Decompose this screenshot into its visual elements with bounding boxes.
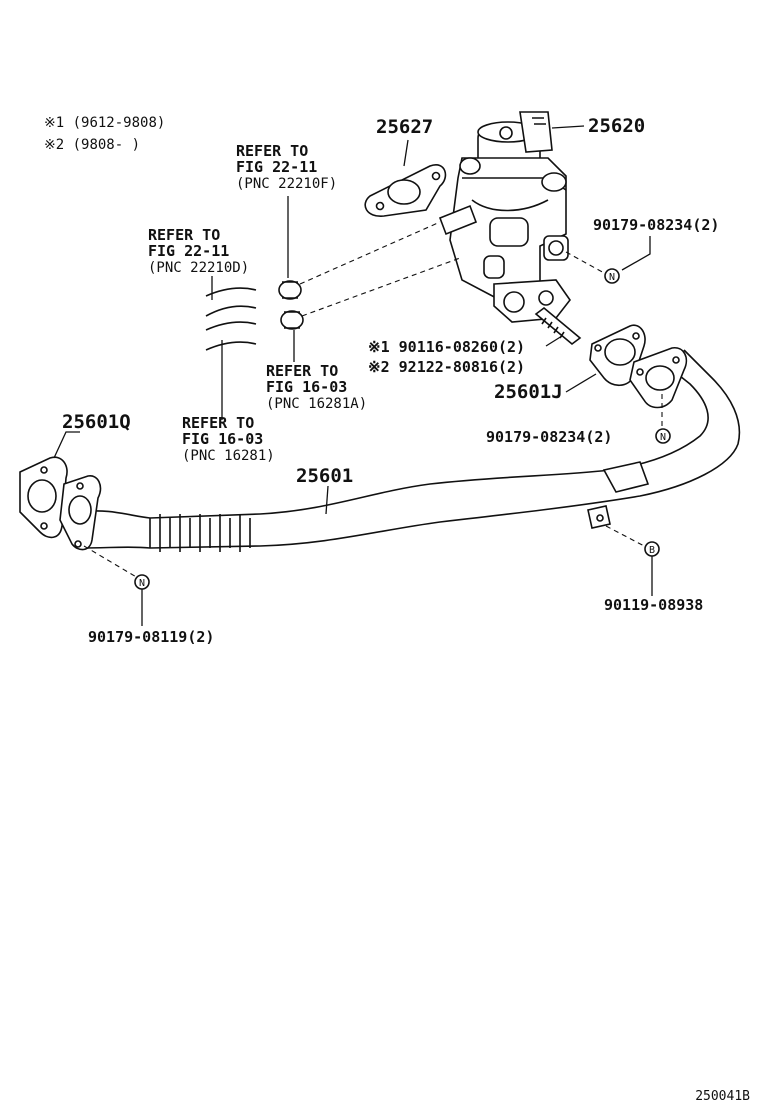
label-25601: 25601 xyxy=(296,465,353,487)
label-90119-08938: 90119-08938 xyxy=(604,596,703,614)
svg-text:(PNC 16281): (PNC 16281) xyxy=(182,448,275,464)
marker-n-bottom: N xyxy=(134,574,150,590)
label-90116-08260: ※1 90116-08260(2) xyxy=(368,338,525,356)
svg-text:N: N xyxy=(660,432,666,443)
svg-text:FIG 16-03: FIG 16-03 xyxy=(266,378,347,396)
leader-lines xyxy=(53,125,653,626)
hose-clamp-upper xyxy=(278,280,302,300)
reference-fig-22-11-pnc-22210f: REFER TO FIG 22-11 (PNC 22210F) xyxy=(236,142,337,192)
svg-text:B: B xyxy=(649,545,655,556)
label-90179-08234-mid: 90179-08234(2) xyxy=(486,428,612,446)
svg-text:REFER TO: REFER TO xyxy=(266,362,338,380)
hose-clamp-lower xyxy=(280,310,304,330)
svg-text:(PNC 22210F): (PNC 22210F) xyxy=(236,176,337,192)
pipe-flange-left xyxy=(59,475,102,551)
svg-text:FIG 22-11: FIG 22-11 xyxy=(236,158,317,176)
svg-text:(PNC 16281A): (PNC 16281A) xyxy=(266,396,367,412)
label-92122-80816: ※2 92122-80816(2) xyxy=(368,358,525,376)
reference-fig-16-03-pnc-16281a: REFER TO FIG 16-03 (PNC 16281A) xyxy=(266,362,367,412)
marker-n-top: N xyxy=(604,268,620,284)
label-25627: 25627 xyxy=(376,116,433,138)
flange-gasket-25601Q xyxy=(19,456,68,539)
svg-text:REFER TO: REFER TO xyxy=(236,142,308,160)
note-1: ※1 (9612-9808) xyxy=(44,115,165,131)
svg-text:FIG 16-03: FIG 16-03 xyxy=(182,430,263,448)
egr-pipe-25601 xyxy=(79,349,741,552)
svg-text:FIG 22-11: FIG 22-11 xyxy=(148,242,229,260)
reference-fig-22-11-pnc-22210d: REFER TO FIG 22-11 (PNC 22210D) xyxy=(148,226,249,276)
svg-text:REFER TO: REFER TO xyxy=(148,226,220,244)
marker-n-mid: N xyxy=(655,428,671,444)
label-25620: 25620 xyxy=(588,115,645,137)
svg-text:N: N xyxy=(139,578,145,589)
pipe-flange-right xyxy=(629,347,688,409)
hose-segments xyxy=(205,287,257,351)
marker-b: B xyxy=(644,541,660,557)
egr-valve-25620 xyxy=(438,111,582,346)
gasket-25627 xyxy=(364,164,447,217)
label-90179-08234-top: 90179-08234(2) xyxy=(593,216,719,234)
svg-text:(PNC 22210D): (PNC 22210D) xyxy=(148,260,249,276)
svg-text:REFER TO: REFER TO xyxy=(182,414,254,432)
label-25601Q: 25601Q xyxy=(62,411,131,433)
assembly-lines xyxy=(83,221,663,579)
label-25601J: 25601J xyxy=(494,381,563,403)
note-2: ※2 (9808- ) xyxy=(44,137,140,153)
figure-id: 250041B xyxy=(695,1089,750,1104)
reference-fig-16-03-pnc-16281: REFER TO FIG 16-03 (PNC 16281) xyxy=(182,414,275,464)
label-90179-08119: 90179-08119(2) xyxy=(88,628,214,646)
svg-text:N: N xyxy=(609,272,615,283)
